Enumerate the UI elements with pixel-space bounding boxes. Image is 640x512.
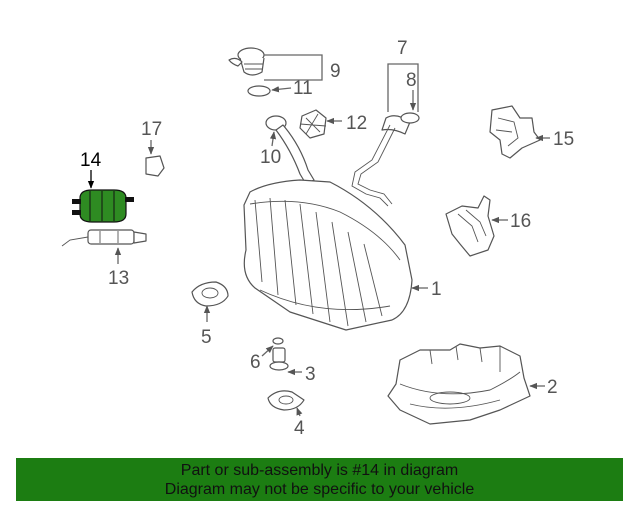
fuel-pump-part-13 [61, 229, 147, 247]
filler-cap-part-9 [228, 47, 265, 76]
callout-17: 17 [141, 119, 162, 140]
retainer-part-5 [191, 281, 229, 307]
callout-5: 5 [201, 327, 212, 348]
mount-part-16 [445, 195, 495, 257]
callout-15: 15 [553, 129, 574, 150]
fuel-tank-part-1 [243, 179, 413, 331]
fuel-filter-part-14 [72, 189, 134, 223]
callout-16: 16 [510, 211, 531, 232]
vent-valve-part-12 [299, 109, 327, 139]
callout-4: 4 [294, 418, 305, 439]
callout-10: 10 [260, 147, 281, 168]
seal-part-6 [272, 337, 284, 345]
callout-1: 1 [431, 279, 442, 300]
filler-neck-part-10 [265, 115, 315, 185]
o-ring-part-11 [247, 85, 271, 97]
callout-13: 13 [108, 268, 129, 289]
callout-12: 12 [346, 113, 367, 134]
leader-4 [296, 407, 303, 417]
callout-3: 3 [305, 364, 316, 385]
banner-line-2: Diagram may not be specific to your vehi… [164, 481, 475, 498]
bracket-part-15 [489, 105, 541, 159]
callout-7: 7 [397, 38, 408, 59]
banner-line-1: Part or sub-assembly is #14 in diagram [180, 462, 459, 479]
leader-11 [271, 86, 292, 93]
cover-plate-part-4 [267, 390, 305, 411]
skid-plate-part-2 [387, 343, 531, 425]
info-banner: Part or sub-assembly is #14 in diagram D… [16, 458, 623, 501]
callout-2: 2 [547, 377, 558, 398]
callout-8: 8 [406, 70, 417, 91]
sensor-part-3 [269, 347, 289, 371]
parts-diagram: 9 11 10 12 7 8 17 14 [61, 38, 574, 439]
grommet-part-17 [145, 155, 165, 177]
callout-9: 9 [330, 61, 341, 82]
callout-6: 6 [250, 352, 261, 373]
callout-11: 11 [293, 78, 313, 99]
leader-9 [264, 54, 323, 81]
leader-7 [387, 63, 419, 112]
callout-14: 14 [80, 150, 102, 171]
leader-6 [261, 345, 274, 357]
leader-10 [269, 131, 277, 147]
gasket-part-8 [400, 112, 420, 124]
